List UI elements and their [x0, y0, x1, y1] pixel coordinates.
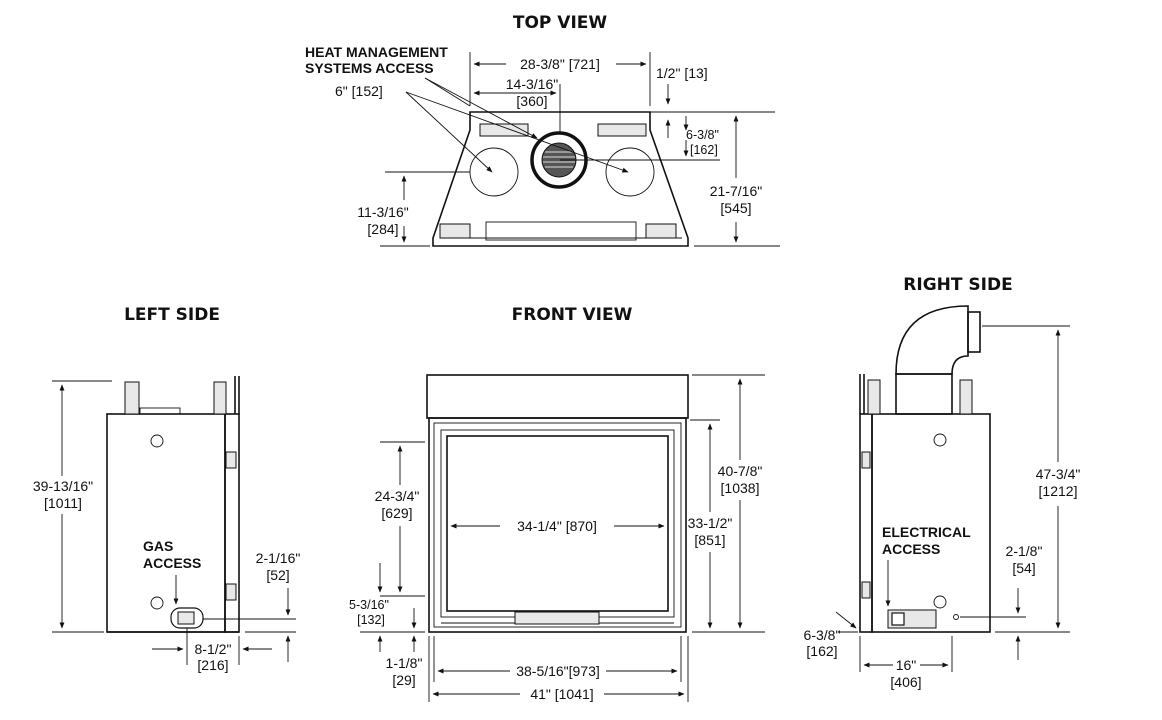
top-view: TOP VIEW HEAT MANAGEMENT SYSTEMS ACCESS … [305, 13, 780, 247]
dim-left-gas-width: [216] [197, 657, 228, 673]
front-body [428, 417, 687, 633]
dim-left-height: [1011] [44, 495, 82, 511]
heat-access-hole [469, 147, 519, 197]
top-latch [479, 123, 529, 137]
dim-top-collar: 6-3/8" [686, 128, 719, 142]
dim-top-depth: 21-7/16" [710, 183, 762, 199]
heat-management-label: SYSTEMS ACCESS [305, 60, 434, 76]
dim-front-open-width: 34-1/4" [870] [517, 518, 597, 534]
front-control-panel [514, 611, 600, 625]
top-latch [439, 223, 471, 239]
top-latch [597, 123, 647, 137]
dim-front-base: [29] [392, 672, 415, 688]
dim-top-depth: [545] [720, 200, 751, 216]
heat-access-hole [605, 147, 655, 197]
electrical-access-label: ACCESS [882, 541, 940, 557]
top-view-title: TOP VIEW [513, 13, 608, 33]
right-side-title: RIGHT SIDE [903, 275, 1012, 295]
heat-management-label: HEAT MANAGEMENT [305, 44, 448, 60]
dim-front-total-width: 41" [1041] [530, 686, 593, 702]
dim-right-height: 47-3/4" [1036, 466, 1081, 482]
dim-top-half: [360] [516, 93, 547, 109]
front-view-title: FRONT VIEW [512, 305, 633, 325]
electrical-access-label: ELECTRICAL [882, 524, 971, 540]
dim-front-base: 1-1/8" [386, 655, 423, 671]
dim-top-collar: [162] [690, 143, 718, 157]
dim-left-gas-height: 2-1/16" [256, 550, 301, 566]
dim-right-height: [1212] [1039, 483, 1078, 499]
dim-front-open-height: 24-3/4" [375, 488, 420, 504]
dim-right-width: [406] [890, 674, 921, 690]
gas-access-label: GAS [143, 538, 173, 554]
dim-front-bottom: [132] [357, 613, 385, 627]
dim-front-body-width: 38-5/16"[973] [516, 663, 600, 679]
dim-top-width: 28-3/8" [721] [520, 56, 600, 72]
dim-front-bottom: 5-3/16" [349, 598, 389, 612]
dim-left-gas-height: [52] [266, 567, 289, 583]
dim-right-elec-height: [54] [1012, 560, 1035, 576]
vent-elbow [895, 305, 969, 375]
right-side-front-trim [859, 413, 873, 633]
front-view: FRONT VIEW 34-1/4" [870] 24-3/4" [629] 5… [349, 305, 765, 702]
dim-front-body-height: 33-1/2" [688, 515, 733, 531]
dim-top-half: 14-3/16" [506, 76, 558, 92]
vent-pipe [895, 373, 953, 415]
left-side-title: LEFT SIDE [124, 305, 220, 325]
gas-access-label: ACCESS [143, 555, 201, 571]
dim-front-body-height: [851] [694, 532, 725, 548]
dim-top-center: 11-3/16" [357, 204, 408, 220]
dim-left-gas-width: 8-1/2" [195, 641, 232, 657]
dim-top-center: [284] [367, 221, 398, 237]
left-side-body [106, 413, 226, 633]
dim-front-total-height: [1038] [721, 480, 760, 496]
dim-front-total-height: 40-7/8" [718, 463, 763, 479]
top-latch [645, 223, 677, 239]
dim-right-elec-height: 2-1/8" [1006, 543, 1043, 559]
right-side-view: RIGHT SIDE ELECTRICAL ACCESS 47-3/4" [12… [804, 275, 1081, 690]
right-side-body [871, 413, 991, 633]
firebox-opening [446, 435, 669, 612]
dim-top-offset: 1/2" [13] [656, 65, 708, 81]
dim-top-hole: 6" [152] [335, 83, 383, 99]
front-hood [426, 374, 689, 419]
dim-right-elec-width: 6-3/8" [804, 627, 841, 643]
dim-right-width: 16" [896, 657, 917, 673]
top-front-panel [485, 221, 637, 241]
standoff [213, 381, 227, 415]
dim-right-elec-width: [162] [806, 643, 837, 659]
standoff [124, 381, 140, 415]
dim-front-open-height: [629] [381, 505, 412, 521]
dim-left-height: 39-13/16" [33, 478, 93, 494]
left-side-view: LEFT SIDE GAS ACCESS 39-13/16" [1011] [33, 305, 300, 673]
top-view-outline [432, 111, 689, 247]
